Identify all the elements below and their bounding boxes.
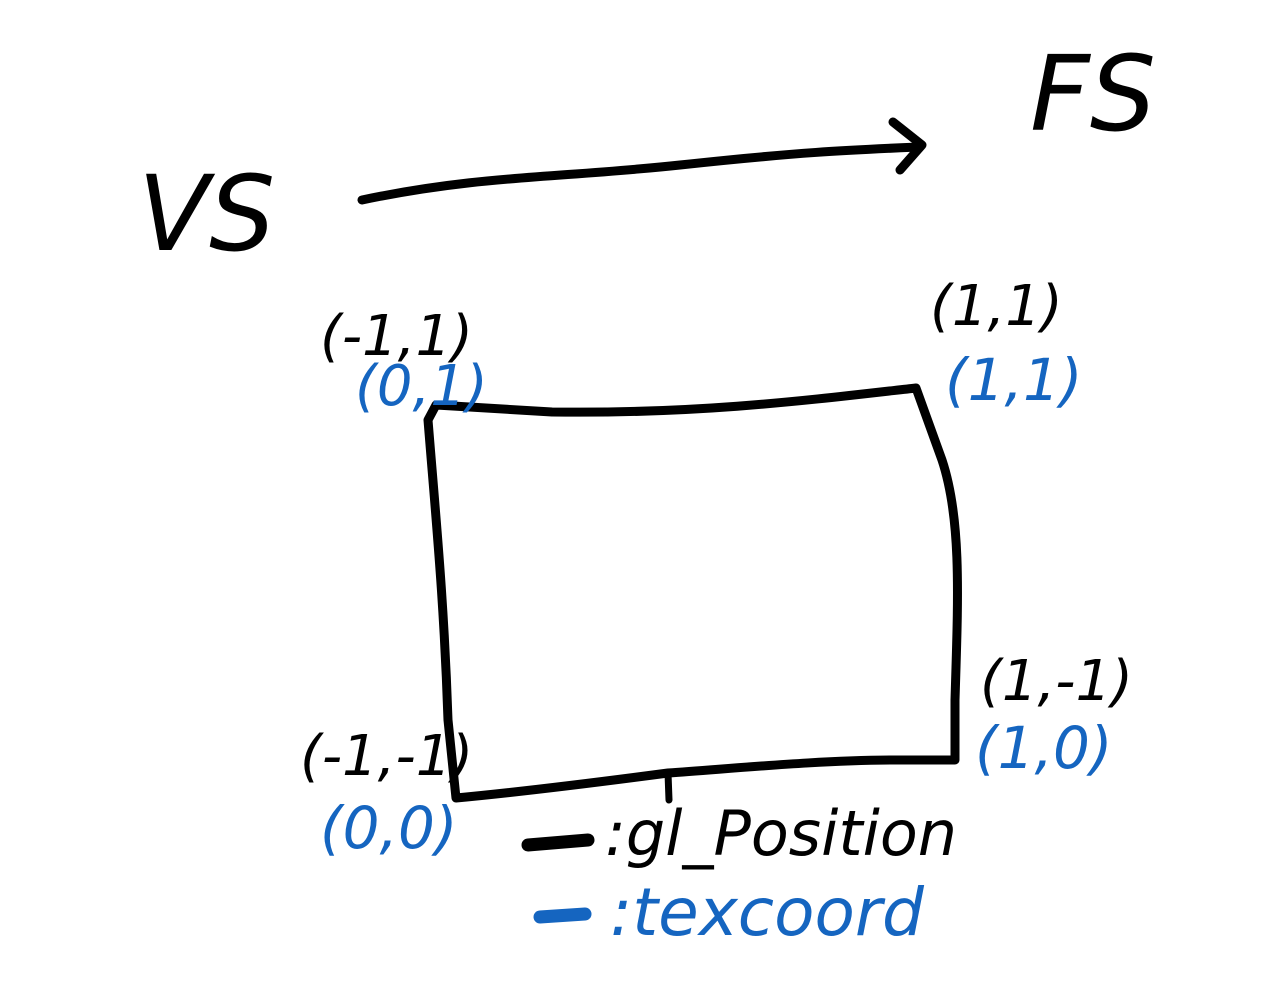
pipeline-arrow [357,117,927,205]
fs-label: FS [1030,33,1156,155]
pipeline-arrow-shaft [357,142,923,205]
top-left-texcoord-label: (0,1) [355,354,488,419]
bottom-left-texcoord-label: (0,0) [320,794,458,862]
legend-texcoord-label: :texcoord [610,874,925,951]
legend: :gl_Position :texcoord [521,797,957,951]
vs-label: VS [138,153,275,275]
bottom-edge-tick [664,769,673,804]
bottom-right-texcoord-label: (1,0) [975,714,1113,782]
top-right-position-label: (1,1) [930,274,1063,339]
top-right-texcoord-label: (1,1) [945,346,1083,414]
bottom-right-position-label: (1,-1) [980,649,1133,714]
quad-outline [423,383,962,803]
legend-texcoord-swatch [533,907,592,924]
legend-position-label: :gl_Position [605,797,957,870]
bottom-left-position-label: (-1,-1) [300,724,473,789]
legend-position-swatch [521,833,595,852]
pipeline-arrow-head [888,117,927,175]
top-left-position-label: (-1,1) [320,304,473,369]
